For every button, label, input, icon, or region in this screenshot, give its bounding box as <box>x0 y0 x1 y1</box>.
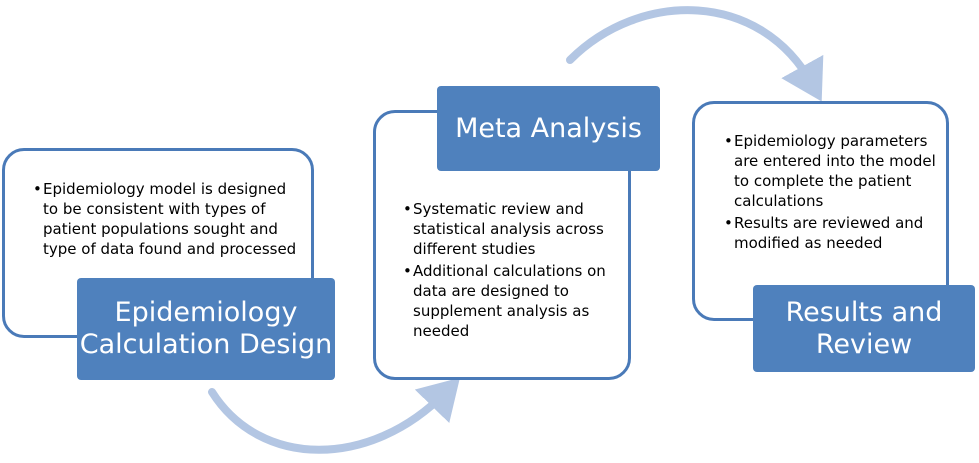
step-2-bullet-list: Systematic review and statistical analys… <box>403 199 623 341</box>
arrow-design-to-meta <box>208 377 460 454</box>
step-3-bullet: Results are reviewed and modified as nee… <box>724 213 939 253</box>
step-1-bullet: Epidemiology model is designed to be con… <box>33 179 303 259</box>
step-1-bullet-list: Epidemiology model is designed to be con… <box>33 179 303 259</box>
step-3-title: Results and Review <box>785 296 943 360</box>
step-2-title-box: Meta Analysis <box>437 86 660 171</box>
arrow-meta-to-results <box>566 6 824 102</box>
step-3-bullet-list: Epidemiology parameters are entered into… <box>724 131 939 253</box>
step-3-details-card: Epidemiology parameters are entered into… <box>692 101 949 321</box>
step-2-bullet: Additional calculations on data are desi… <box>403 261 623 341</box>
step-2-title: Meta Analysis <box>455 112 642 144</box>
step-1-details-card: Epidemiology model is designed to be con… <box>2 148 314 338</box>
step-1-title-box: Epidemiology Calculation Design <box>77 278 335 380</box>
step-2-bullet: Systematic review and statistical analys… <box>403 199 623 259</box>
step-3-title-box: Results and Review <box>753 285 975 372</box>
step-1-title: Epidemiology Calculation Design <box>79 297 333 360</box>
step-3-bullet: Epidemiology parameters are entered into… <box>724 131 939 211</box>
